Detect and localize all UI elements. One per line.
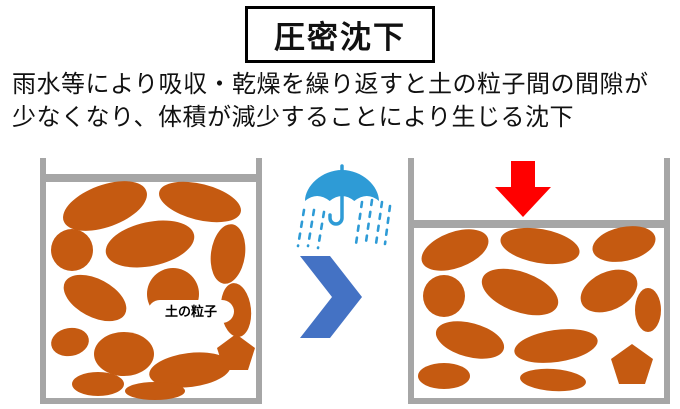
soil-particle [63, 181, 147, 231]
soil-particle [220, 283, 252, 337]
left-soil-container: 土の粒子 [40, 158, 262, 404]
soil-particle-label: 土の粒子 [148, 300, 234, 323]
soil-particle [418, 363, 470, 389]
soil-particle [421, 229, 489, 271]
container-bottom-wall [40, 398, 262, 404]
container-left-wall [408, 158, 414, 404]
container-bottom-wall [408, 398, 670, 404]
umbrella-handle [328, 164, 344, 226]
chevron-right-icon [300, 256, 362, 338]
right-soil-container [408, 158, 670, 404]
soil-particle-pentagon [611, 344, 653, 384]
chevron-shape [300, 256, 362, 338]
soil-particle [51, 229, 93, 271]
description-line-1: 雨水等により吸収・乾燥を繰り返すと土の粒子間の間隙が [12, 71, 649, 98]
soil-particle [514, 329, 598, 363]
soil-particle [592, 226, 656, 262]
container-top-plate [46, 174, 256, 182]
rain-lines [296, 198, 392, 250]
soil-particle [149, 352, 231, 388]
soil-particle [63, 274, 127, 322]
container-walls [408, 158, 670, 404]
soil-particles-compressed [418, 226, 661, 392]
page-title: 圧密沈下 [274, 20, 406, 55]
soil-particle-label-text: 土の粒子 [165, 304, 217, 319]
container-walls [40, 158, 262, 404]
soil-particle [500, 227, 580, 265]
container-left-wall [40, 158, 46, 404]
label-pill-background [148, 300, 234, 323]
soil-particle [435, 321, 505, 359]
title-box: 圧密沈下 [245, 6, 435, 63]
settlement-down-arrow-icon [495, 161, 551, 217]
container-top-plate-settled [414, 220, 664, 228]
soil-particle [51, 327, 89, 357]
container-right-wall [256, 158, 262, 404]
rain-umbrella-icon [296, 164, 392, 250]
soil-particle [635, 288, 661, 332]
soil-particles [51, 181, 255, 400]
soil-particle [72, 372, 124, 396]
soil-particle [125, 382, 185, 400]
soil-particle [159, 181, 241, 223]
soil-particle [94, 332, 154, 376]
description-line-2: 少なくなり、体積が減少することにより生じる沈下 [12, 104, 575, 132]
arrow-shaft [511, 161, 535, 188]
container-right-wall [664, 158, 670, 404]
soil-particle [580, 269, 638, 313]
soil-particle [105, 220, 195, 268]
arrow-head [495, 187, 551, 217]
soil-particle [210, 224, 246, 284]
soil-particle [520, 368, 586, 392]
description: 雨水等により吸収・乾燥を繰り返すと土の粒子間の間隙が 少なくなり、体積が減少する… [12, 68, 674, 134]
soil-particle [481, 268, 559, 316]
soil-particle-pentagon [217, 334, 255, 370]
soil-particle [423, 275, 465, 317]
